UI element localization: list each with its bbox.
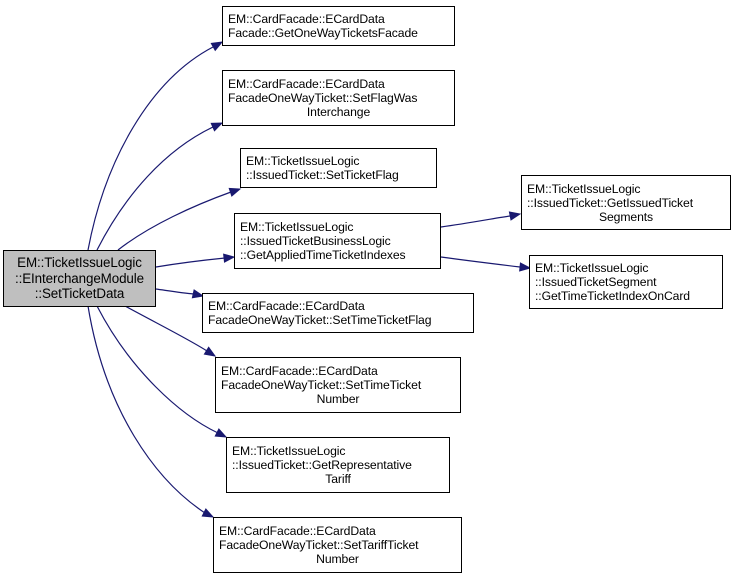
edge-root-to-n10 bbox=[87, 305, 215, 518]
node-get-time-ticket-index-on-card[interactable]: EM::TicketIssueLogic ::IssuedTicketSegme… bbox=[529, 255, 723, 309]
node-label-line: FacadeOneWayTicket::SetTimeTicketFlag bbox=[208, 313, 432, 327]
node-label-line: EM::TicketIssueLogic bbox=[240, 220, 354, 234]
node-label-line: ::EInterchangeModule bbox=[14, 270, 145, 286]
node-set-tariff-ticket-number[interactable]: EM::CardFacade::ECardData FacadeOneWayTi… bbox=[213, 517, 462, 573]
node-label-line: ::SetTicketData bbox=[34, 286, 125, 302]
node-label-line: EM::CardFacade::ECardData bbox=[221, 364, 378, 378]
arrowhead-icon bbox=[228, 187, 242, 197]
arrowhead-icon bbox=[519, 262, 532, 272]
edge-root-to-n3 bbox=[117, 187, 242, 251]
arrowhead-icon bbox=[210, 122, 224, 132]
node-label-line: EM::TicketIssueLogic bbox=[527, 181, 641, 196]
node-label-line: ::IssuedTicket::GetIssuedTicket bbox=[527, 195, 694, 210]
node-label-line: ::IssuedTicket::SetTicketFlag bbox=[246, 168, 399, 182]
node-label-line: ::IssuedTicketBusinessLogic bbox=[240, 234, 391, 248]
node-set-time-ticket-flag[interactable]: EM::CardFacade::ECardData FacadeOneWayTi… bbox=[202, 293, 474, 333]
node-label-line: Number bbox=[316, 392, 360, 406]
edge-line bbox=[96, 305, 219, 434]
node-label-line: EM::TicketIssueLogic bbox=[232, 444, 346, 458]
node-get-applied-time-ticket-indexes[interactable]: EM::TicketIssueLogic ::IssuedTicketBusin… bbox=[234, 213, 441, 269]
node-label-line: EM::TicketIssueLogic bbox=[17, 255, 142, 271]
arrowhead-icon bbox=[210, 41, 224, 52]
edge-line bbox=[155, 257, 226, 268]
node-label-line: FacadeOneWayTicket::SetTimeTicket bbox=[221, 378, 422, 392]
arrowhead-icon bbox=[223, 253, 236, 263]
arrowhead-icon bbox=[203, 346, 217, 357]
edge-root-to-n7 bbox=[155, 288, 205, 299]
node-root-set-ticket-data[interactable]: EM::TicketIssueLogic ::EInterchangeModul… bbox=[3, 250, 156, 307]
node-label-line: Facade::GetOneWayTicketsFacade bbox=[228, 26, 418, 40]
edge-n4-to-n6 bbox=[440, 256, 532, 272]
node-label-line: Segments bbox=[598, 209, 654, 224]
node-label-line: EM::CardFacade::ECardData bbox=[208, 299, 365, 313]
edge-line bbox=[440, 256, 521, 268]
node-label-line: Tariff bbox=[325, 472, 351, 486]
arrowhead-icon bbox=[191, 289, 205, 299]
node-label-line: EM::TicketIssueLogic bbox=[535, 261, 649, 275]
node-label-line: ::IssuedTicketSegment bbox=[535, 275, 657, 289]
edge-root-to-n8 bbox=[124, 305, 217, 357]
node-label-line: FacadeOneWayTicket::SetTariffTicket bbox=[219, 538, 419, 552]
arrowhead-icon bbox=[201, 508, 215, 518]
edge-root-to-n4 bbox=[155, 253, 236, 268]
node-label-line: EM::CardFacade::ECardData bbox=[228, 77, 385, 91]
edge-root-to-n9 bbox=[96, 305, 228, 438]
edge-line bbox=[87, 305, 206, 514]
node-set-time-ticket-number[interactable]: EM::CardFacade::ECardData FacadeOneWayTi… bbox=[215, 357, 461, 413]
edge-line bbox=[155, 288, 195, 295]
node-label-line: ::GetAppliedTimeTicketIndexes bbox=[240, 248, 406, 262]
node-label-line: EM::CardFacade::ECardData bbox=[219, 524, 376, 538]
node-get-issued-ticket-segments[interactable]: EM::TicketIssueLogic ::IssuedTicket::Get… bbox=[521, 175, 731, 230]
edge-line bbox=[117, 191, 232, 251]
arrowhead-icon bbox=[508, 211, 522, 221]
node-label-line: ::IssuedTicket::GetRepresentative bbox=[232, 458, 412, 472]
node-label-line: FacadeOneWayTicket::SetFlagWas bbox=[228, 91, 418, 105]
edge-root-to-n2 bbox=[96, 122, 224, 251]
node-get-representative-tariff[interactable]: EM::TicketIssueLogic ::IssuedTicket::Get… bbox=[226, 437, 450, 493]
node-label-line: EM::TicketIssueLogic bbox=[246, 154, 360, 168]
edge-n4-to-n5 bbox=[440, 211, 522, 228]
node-set-flag-was-interchange[interactable]: EM::CardFacade::ECardData FacadeOneWayTi… bbox=[222, 70, 455, 126]
edge-line bbox=[87, 46, 214, 251]
edge-line bbox=[124, 305, 208, 352]
node-label-line: EM::CardFacade::ECardData bbox=[228, 12, 385, 26]
edge-line bbox=[96, 126, 214, 251]
node-label-line: Interchange bbox=[306, 105, 371, 119]
node-label-line: ::GetTimeTicketIndexOnCard bbox=[535, 289, 690, 303]
node-get-one-way-tickets-facade[interactable]: EM::CardFacade::ECardData Facade::GetOne… bbox=[222, 6, 455, 46]
edge-line bbox=[440, 215, 511, 228]
node-set-ticket-flag[interactable]: EM::TicketIssueLogic ::IssuedTicket::Set… bbox=[240, 148, 437, 188]
arrowhead-icon bbox=[214, 428, 228, 438]
edge-root-to-n1 bbox=[87, 41, 224, 251]
node-label-line: Number bbox=[316, 552, 359, 566]
